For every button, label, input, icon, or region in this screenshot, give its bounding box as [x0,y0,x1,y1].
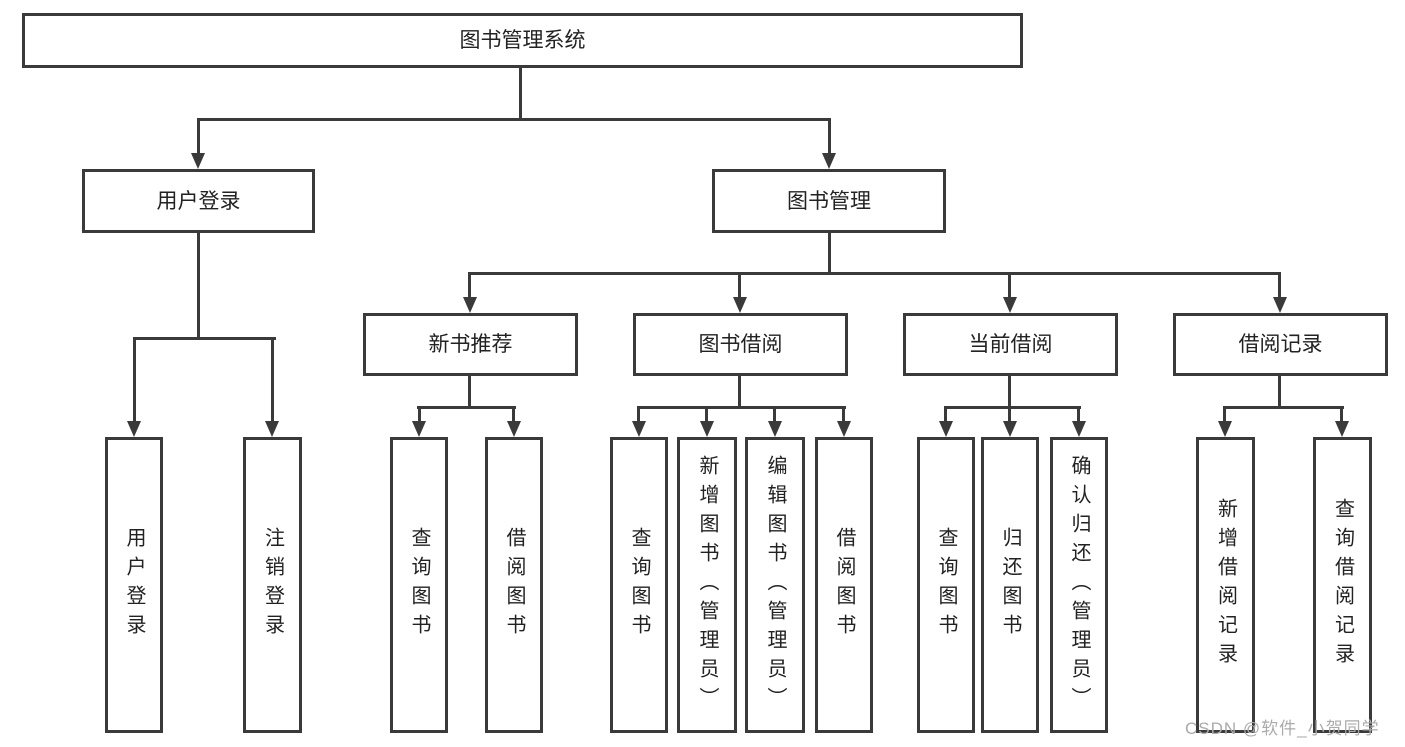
arrowhead-bb4 [837,421,851,437]
connector-level2-rail [197,118,831,121]
leaf-nb-borrow-books-label: 借阅图书 [503,527,525,643]
leaf-br-query-record: 查询借阅记录 [1313,437,1372,733]
connector-book-borrow-stem [738,376,741,406]
connector-current-borrow-rail [944,406,1081,409]
node-new-books-label: 新书推荐 [428,333,513,356]
node-book-borrow-label: 图书借阅 [698,333,783,356]
arrowhead-new-books [463,297,477,313]
leaf-bb-query-books-label: 查询图书 [628,527,650,643]
arrowhead-login-leaf [127,421,141,437]
connector-new-books-rail [417,406,516,409]
arrowhead-book-borrow [733,297,747,313]
connector-arrow-stem-cb1 [944,406,947,421]
leaf-logout-label: 注销登录 [261,527,284,643]
arrowhead-bb1 [632,421,646,437]
connector-arrow-stem-bb3 [773,406,776,421]
connector-arrow-stem-nb2 [512,406,515,421]
leaf-bb-borrow-books: 借阅图书 [815,437,873,733]
node-root-label: 图书管理系统 [459,29,586,52]
leaf-nb-query-books: 查询图书 [390,437,448,733]
leaf-bb-add-books-admin-label: 新增图书（管理员） [696,454,718,716]
connector-arrow-stem-login-leaf [133,337,136,421]
node-current-borrow-label: 当前借阅 [968,333,1053,356]
connector-arrow-stem-nb1 [418,406,421,421]
connector-new-books-stem [468,376,471,406]
connector-arrow-stem-bb4 [842,406,845,421]
arrowhead-cb1 [939,421,953,437]
node-book-mgmt: 图书管理 [712,169,946,233]
connector-user-login-stem [197,233,200,337]
leaf-br-query-record-label: 查询借阅记录 [1331,498,1354,672]
connector-arrow-stem-bb2 [705,406,708,421]
connector-arrow-stem-br1 [1223,406,1226,421]
arrowhead-br2 [1335,421,1349,437]
arrowhead-bb3 [768,421,782,437]
leaf-bb-borrow-books-label: 借阅图书 [833,527,855,643]
node-book-borrow: 图书借阅 [633,313,848,376]
arrowhead-current-borrow [1003,297,1017,313]
arrowhead-br1 [1218,421,1232,437]
node-new-books: 新书推荐 [363,313,578,376]
connector-arrow-stem-borrow-record [1278,272,1281,297]
arrowhead-user-login [191,153,205,169]
arrowhead-logout-leaf [265,421,279,437]
connector-user-login-rail [133,337,276,340]
arrowhead-book-mgmt [822,153,836,169]
leaf-cb-query-books: 查询图书 [917,437,975,733]
leaf-cb-return-books-label: 归还图书 [999,527,1021,643]
leaf-bb-query-books: 查询图书 [610,437,668,733]
connector-arrow-stem-user-login [197,118,200,153]
leaf-nb-query-books-label: 查询图书 [408,527,430,643]
connector-arrow-stem-book-mgmt [828,118,831,153]
arrowhead-borrow-record [1273,297,1287,313]
leaf-logout: 注销登录 [243,437,302,733]
leaf-nb-borrow-books: 借阅图书 [485,437,543,733]
arrowhead-cb3 [1072,421,1086,437]
leaf-br-add-record-label: 新增借阅记录 [1214,498,1237,672]
connector-arrow-stem-bb1 [637,406,640,421]
connector-book-mgmt-stem [828,233,831,272]
csdn-watermark: CSDN @软件_小贺同学 [1185,719,1380,738]
arrowhead-cb2 [1003,421,1017,437]
connector-level3-rail [468,272,1281,275]
connector-arrow-stem-book-borrow [738,272,741,297]
arrowhead-nb2 [507,421,521,437]
connector-root-stem [519,68,522,118]
node-user-login-label: 用户登录 [156,189,241,213]
node-root-system: 图书管理系统 [22,13,1023,68]
connector-book-borrow-rail [637,406,846,409]
leaf-user-login-label: 用户登录 [123,527,145,643]
connector-arrow-stem-logout-leaf [271,337,274,421]
connector-current-borrow-stem [1008,376,1011,406]
leaf-cb-confirm-return-admin: 确认归还（管理员） [1050,437,1108,733]
leaf-cb-return-books: 归还图书 [981,437,1039,733]
connector-borrow-record-stem [1278,376,1281,406]
node-current-borrow: 当前借阅 [903,313,1118,376]
leaf-br-add-record: 新增借阅记录 [1196,437,1255,733]
node-user-login: 用户登录 [82,169,315,233]
connector-arrow-stem-br2 [1340,406,1343,421]
arrowhead-nb1 [412,421,426,437]
connector-arrow-stem-current-borrow [1008,272,1011,297]
leaf-bb-edit-books-admin: 编辑图书（管理员） [745,437,805,733]
leaf-bb-edit-books-admin-label: 编辑图书（管理员） [764,454,786,716]
leaf-cb-query-books-label: 查询图书 [935,527,957,643]
node-borrow-record-label: 借阅记录 [1238,333,1323,356]
leaf-cb-confirm-return-admin-label: 确认归还（管理员） [1068,454,1090,716]
node-book-mgmt-label: 图书管理 [787,189,871,213]
arrowhead-bb2 [700,421,714,437]
connector-arrow-stem-new-books [468,272,471,297]
connector-borrow-record-rail [1223,406,1344,409]
leaf-bb-add-books-admin: 新增图书（管理员） [677,437,737,733]
connector-arrow-stem-cb2 [1008,406,1011,421]
node-borrow-record: 借阅记录 [1173,313,1388,376]
connector-arrow-stem-cb3 [1077,406,1080,421]
leaf-user-login: 用户登录 [105,437,163,733]
